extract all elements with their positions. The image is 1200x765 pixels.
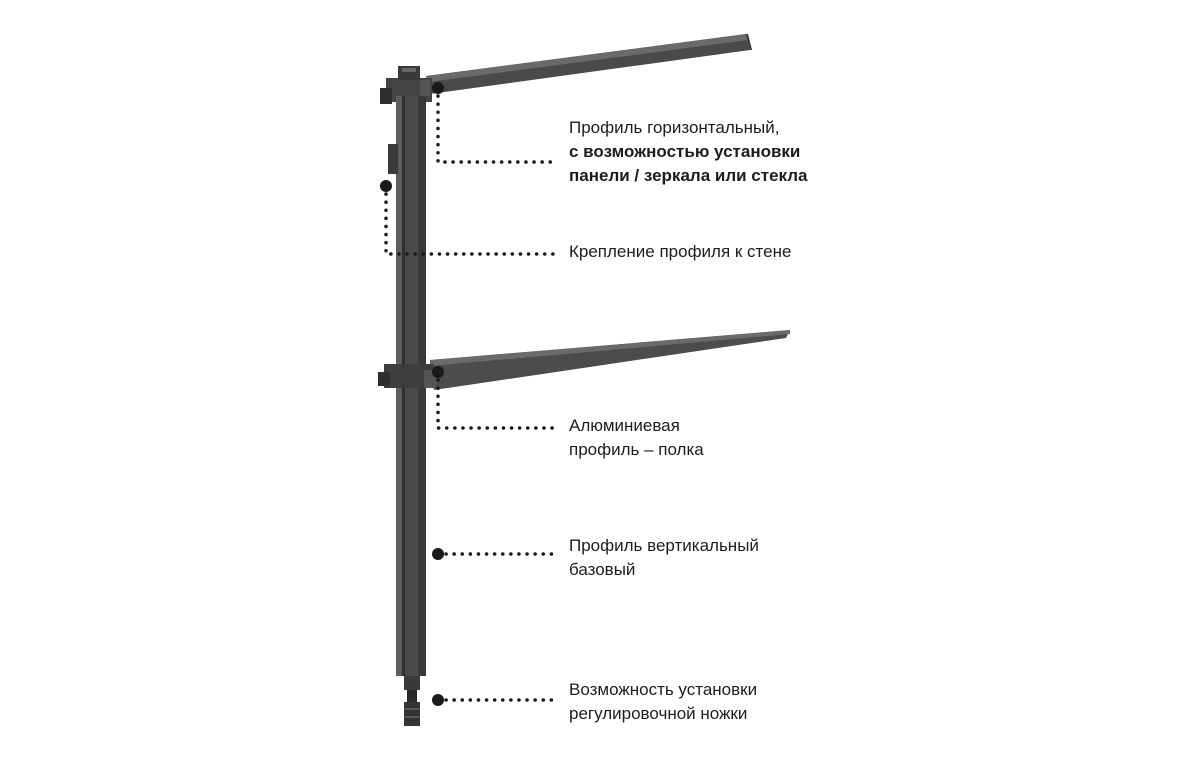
label-horizontal-line1: Профиль горизонтальный,: [569, 118, 780, 137]
callout-vertical: [432, 548, 558, 560]
label-foot: Возможность установки регулировочной нож…: [569, 678, 757, 726]
callout-wall-mount: [380, 180, 558, 256]
label-shelf: Алюминиевая профиль – полка: [569, 414, 704, 462]
label-wall-mount-line1: Крепление профиля к стене: [569, 242, 792, 261]
label-horizontal-profile: Профиль горизонтальный, с возможностью у…: [569, 116, 808, 188]
shelf-profile: [378, 330, 790, 390]
label-shelf-line2: профиль – полка: [569, 440, 704, 459]
label-vertical-line1: Профиль вертикальный: [569, 536, 759, 555]
label-foot-line2: регулировочной ножки: [569, 704, 748, 723]
callout-foot: [432, 694, 558, 706]
label-horizontal-line2: с возможностью установки: [569, 142, 801, 161]
label-wall-mount: Крепление профиля к стене: [569, 240, 791, 264]
callout-shelf: [432, 366, 558, 430]
label-foot-line1: Возможность установки: [569, 680, 758, 699]
label-vertical-line2: базовый: [569, 560, 636, 579]
label-shelf-line1: Алюминиевая: [569, 416, 680, 435]
label-vertical-profile: Профиль вертикальный базовый: [569, 534, 759, 582]
label-horizontal-line3: панели / зеркала или стекла: [569, 166, 808, 185]
horizontal-profile: [380, 34, 752, 104]
callout-horizontal: [432, 82, 558, 164]
adjustable-foot: [404, 676, 420, 726]
